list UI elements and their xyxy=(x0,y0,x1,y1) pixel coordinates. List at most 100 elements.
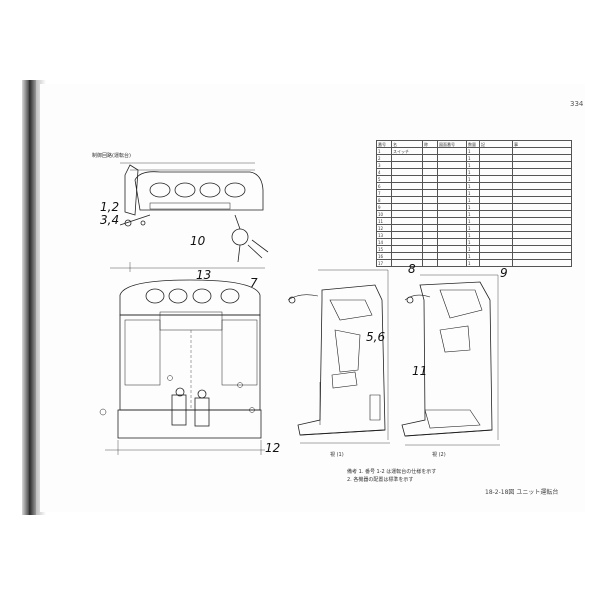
table-cell: 1 xyxy=(466,217,480,225)
table-cell: 17 xyxy=(376,259,392,267)
table-cell xyxy=(437,259,467,267)
side-view-1 xyxy=(287,269,390,444)
table-cell xyxy=(437,175,467,183)
callout-number: 13 xyxy=(196,268,212,282)
table-cell: 1 xyxy=(466,210,480,218)
table-cell: 1 xyxy=(466,154,480,162)
table-cell xyxy=(437,217,467,225)
table-cell xyxy=(391,238,423,246)
table-cell xyxy=(391,175,423,183)
table-cell: 9 xyxy=(376,203,392,211)
table-cell xyxy=(437,210,467,218)
table-row: 16 1 xyxy=(376,252,572,260)
table-cell xyxy=(437,203,467,211)
table-cell xyxy=(422,231,438,239)
table-cell: 4 xyxy=(376,168,392,176)
table-cell: 1 xyxy=(466,196,480,204)
table-cell xyxy=(512,210,572,218)
table-cell: 12 xyxy=(376,224,392,232)
table-cell xyxy=(512,154,572,162)
callout-number: 9 xyxy=(500,266,508,280)
table-cell: 8 xyxy=(376,196,392,204)
table-cell: 11 xyxy=(376,217,392,225)
table-cell xyxy=(512,175,572,183)
table-cell: 5 xyxy=(376,175,392,183)
table-cell xyxy=(479,217,513,225)
table-cell: 1 xyxy=(466,189,480,197)
callout-number: 12 xyxy=(265,441,281,455)
table-cell xyxy=(437,147,467,155)
table-cell: 1 xyxy=(466,259,480,267)
table-cell: 14 xyxy=(376,238,392,246)
book-spine xyxy=(22,80,36,515)
callout-number: 3,4 xyxy=(100,213,120,227)
table-header-row: 番号 名 称 図面番号 数量 記 事 xyxy=(376,140,572,148)
table-cell xyxy=(422,154,438,162)
table-cell xyxy=(422,189,438,197)
table-cell: 1 xyxy=(466,147,480,155)
table-row: 17 1 xyxy=(376,259,572,267)
table-cell xyxy=(391,196,423,204)
table-row: 10 1 xyxy=(376,210,572,218)
table-cell: 1 xyxy=(466,245,480,253)
table-cell: 1 xyxy=(466,203,480,211)
table-cell: 15 xyxy=(376,245,392,253)
table-cell: 1 xyxy=(466,175,480,183)
header-cell: 名 xyxy=(391,140,423,148)
table-cell: 7 xyxy=(376,189,392,197)
table-cell xyxy=(479,203,513,211)
table-cell: 1 xyxy=(376,147,392,155)
top-plan-view xyxy=(110,162,269,272)
table-cell: 1 xyxy=(466,161,480,169)
table-cell xyxy=(391,245,423,253)
table-cell: 1 xyxy=(466,252,480,260)
table-cell xyxy=(512,161,572,169)
table-cell xyxy=(479,238,513,246)
table-cell xyxy=(422,210,438,218)
table-cell xyxy=(391,210,423,218)
table-cell xyxy=(391,224,423,232)
table-cell xyxy=(422,147,438,155)
header-cell: 番号 xyxy=(376,140,392,148)
figure-caption: 18-2-18図 ユニット運転台 xyxy=(485,489,559,496)
table-cell xyxy=(391,259,423,267)
callout-number: 5,6 xyxy=(366,330,386,344)
table-cell xyxy=(391,161,423,169)
table-cell xyxy=(512,252,572,260)
table-cell xyxy=(422,161,438,169)
header-cell: 数量 xyxy=(466,140,480,148)
table-cell xyxy=(512,182,572,190)
table-row: 15 1 xyxy=(376,245,572,253)
table-cell xyxy=(512,238,572,246)
page-number: 334 xyxy=(570,100,584,108)
table-cell: 10 xyxy=(376,210,392,218)
table-cell xyxy=(512,245,572,253)
table-cell xyxy=(437,189,467,197)
view-label-2: 視 (2) xyxy=(432,452,446,458)
header-cell: 図面番号 xyxy=(437,140,467,148)
table-cell xyxy=(422,168,438,176)
table-cell xyxy=(391,182,423,190)
table-cell xyxy=(437,182,467,190)
table-cell xyxy=(479,147,513,155)
table-cell: 1 xyxy=(466,168,480,176)
table-cell xyxy=(437,238,467,246)
table-cell xyxy=(479,182,513,190)
table-cell: 16 xyxy=(376,252,392,260)
side-view-2 xyxy=(401,274,500,446)
drawing-note-2: 2. 各機器の配置は標準を示す xyxy=(347,477,414,483)
table-cell xyxy=(479,224,513,232)
table-cell xyxy=(391,154,423,162)
table-cell xyxy=(479,210,513,218)
table-cell xyxy=(437,245,467,253)
view-label-1: 視 (1) xyxy=(330,452,344,458)
table-cell xyxy=(512,259,572,267)
drawing-note-1: 備考 1. 番号 1-2 は運転台の仕様を示す xyxy=(347,469,437,475)
